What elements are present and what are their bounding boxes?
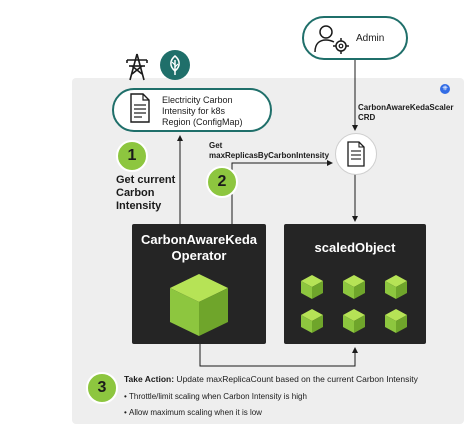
crd-document-icon [347, 141, 365, 167]
replica-cube-icon [301, 275, 323, 299]
admin-label: Admin [356, 33, 385, 44]
step-1-line-3: Intensity [116, 200, 162, 212]
scaled-object-box: scaledObject [284, 224, 426, 344]
configmap-label: Electricity Carbon Intensity for k8s Reg… [162, 95, 268, 128]
bullet-dot: • [124, 408, 130, 417]
crd-node [335, 133, 377, 175]
crd-label-line-2: CRD [358, 113, 376, 122]
replica-cube-icon [343, 275, 365, 299]
crd-label: CarbonAwareKedaScaler CRD [358, 103, 453, 123]
step-3-description: Take Action: Update maxReplicaCount base… [124, 374, 460, 384]
configmap-line-3: Region (ConfigMap) [162, 117, 243, 127]
step-3-bullet-1-text: Throttle/limit scaling when Carbon Inten… [129, 392, 307, 401]
step-2-line-2: maxReplicasByCarbonIntensity [209, 151, 330, 160]
operator-title-line-1: CarbonAwareKeda [140, 232, 258, 247]
step-3-badge: 3 [86, 372, 118, 404]
crd-label-line-1: CarbonAwareKedaScaler [358, 103, 454, 112]
admin-user-gear-icon [314, 25, 349, 54]
step-3-bullet-2-text: Allow maximum scaling when it is low [129, 408, 262, 417]
bullet-dot: • [124, 392, 130, 401]
power-tower-icon [126, 53, 148, 81]
step-3-text: Update maxReplicaCount based on the curr… [174, 374, 418, 384]
scaled-object-title: scaledObject [314, 240, 396, 255]
operator-cube-icon [170, 274, 228, 336]
document-icon [130, 93, 150, 123]
admin-node [302, 16, 408, 60]
kubernetes-icon: ⎈ [440, 84, 450, 94]
step-1-label: Get current Carbon Intensity [116, 174, 175, 213]
step-1-line-1: Get current [116, 174, 176, 186]
replica-cube-icon [385, 309, 407, 333]
step-2-label: Get maxReplicasByCarbonIntensity [209, 141, 329, 161]
replica-cube-icon [343, 309, 365, 333]
configmap-line-1: Electricity Carbon [162, 95, 233, 105]
step-3-bullet-1: • Throttle/limit scaling when Carbon Int… [124, 392, 307, 402]
operator-title: CarbonAwareKeda Operator [132, 232, 266, 264]
configmap-line-2: Intensity for k8s [162, 106, 226, 116]
step-1-badge: 1 [116, 140, 148, 172]
step-3-bullet-2: • Allow maximum scaling when it is low [124, 408, 262, 418]
replica-cube-icon [301, 309, 323, 333]
operator-box: CarbonAwareKeda Operator [132, 224, 266, 344]
step-1-line-2: Carbon [116, 187, 155, 199]
operator-title-line-2: Operator [171, 248, 227, 263]
step-3-heading: Take Action: [124, 374, 175, 384]
step-2-line-1: Get [209, 141, 223, 150]
tree-icon [160, 50, 190, 80]
step-2-badge: 2 [206, 166, 238, 198]
replica-cube-icon [385, 275, 407, 299]
